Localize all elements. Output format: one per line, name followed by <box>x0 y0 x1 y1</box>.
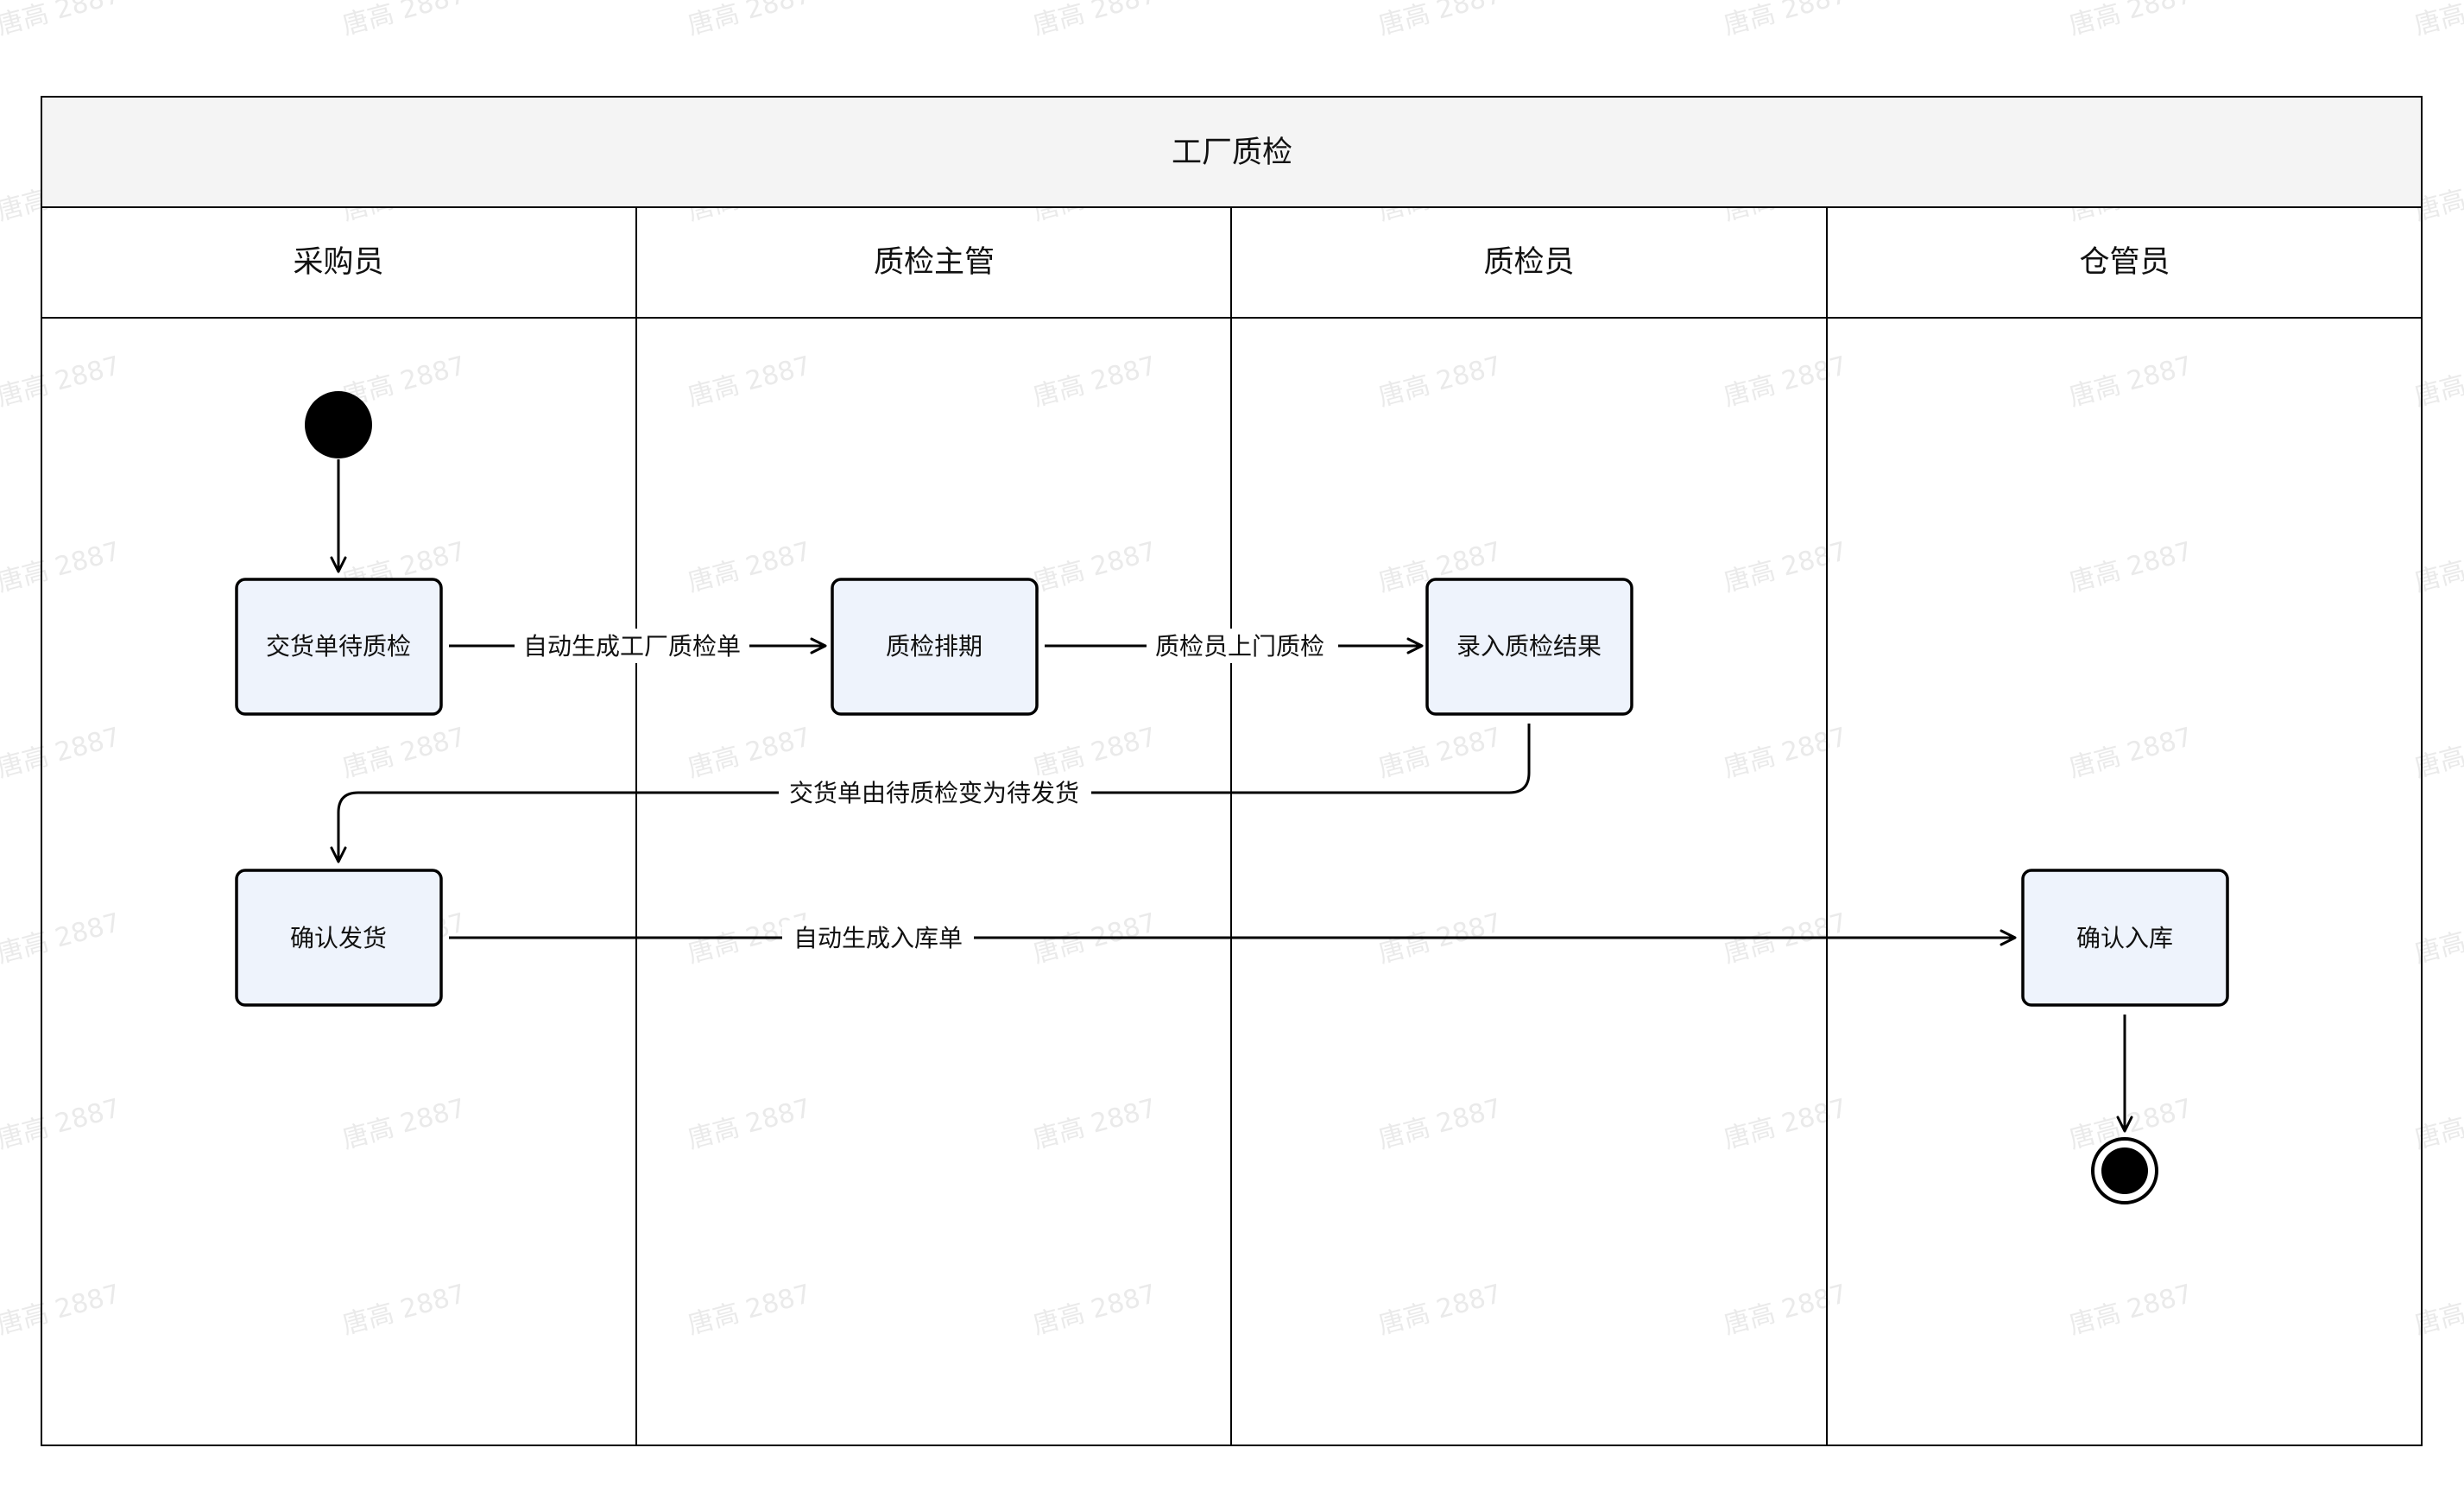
lane-header-inspector: 质检员 <box>1483 245 1574 280</box>
watermark-text: 唐高 2887 <box>0 722 123 784</box>
watermark-text: 唐高 2887 <box>339 722 469 784</box>
node-n2 <box>831 578 1039 716</box>
node-n5 <box>2021 869 2229 1007</box>
watermark-text: 唐高 2887 <box>339 1093 469 1155</box>
watermark-text: 唐高 2887 <box>1030 722 1159 784</box>
watermark-text: 唐高 2887 <box>2066 0 2195 41</box>
watermark-text: 唐高 2887 <box>1030 1093 1159 1155</box>
watermark-text: 唐高 2887 <box>685 1279 814 1341</box>
watermark-text: 唐高 2887 <box>339 0 469 41</box>
watermark-text: 唐高 2887 <box>1721 536 1850 598</box>
watermark-text: 唐高 2887 <box>1721 722 1850 784</box>
watermark-text: 唐高 2887 <box>2411 1093 2464 1155</box>
watermark-text: 唐高 2887 <box>1375 1093 1505 1155</box>
watermark-text: 唐高 2887 <box>685 0 814 41</box>
watermark-text: 唐高 2887 <box>1721 1093 1850 1155</box>
watermark-text: 唐高 2887 <box>2066 536 2195 598</box>
watermark-text: 唐高 2887 <box>2066 722 2195 784</box>
watermark-text: 唐高 2887 <box>685 722 814 784</box>
node-n1 <box>235 578 443 716</box>
pool-title: 工厂质检 <box>1172 136 1292 170</box>
watermark-text: 唐高 2887 <box>685 536 814 598</box>
edge-label-bg-4 <box>782 920 974 955</box>
watermark-text: 唐高 2887 <box>1375 722 1505 784</box>
watermark-text: 唐高 2887 <box>2411 722 2464 784</box>
watermark-text: 唐高 2887 <box>1375 351 1505 413</box>
node-n3-label: 录入质检结果 <box>1456 632 1602 661</box>
node-n5-label: 确认入库 <box>2076 924 2173 952</box>
lane-header-warehouse: 仓管员 <box>2079 245 2170 280</box>
edge-label-bg-2 <box>1147 629 1338 663</box>
watermark-text: 唐高 2887 <box>2411 536 2464 598</box>
edge-label-bg-3 <box>779 775 1091 810</box>
watermark-text: 唐高 2887 <box>1030 351 1159 413</box>
watermark-text: 唐高 2887 <box>1030 0 1159 41</box>
watermark-text: 唐高 2887 <box>1375 1279 1505 1341</box>
watermark-text: 唐高 2887 <box>685 351 814 413</box>
watermark-text: 唐高 2887 <box>2411 907 2464 970</box>
watermark-text: 唐高 2887 <box>0 907 123 970</box>
watermark-text: 唐高 2887 <box>0 0 123 41</box>
watermark-text: 唐高 2887 <box>339 1279 469 1341</box>
node-n4 <box>235 869 443 1007</box>
watermark-text: 唐高 2887 <box>0 351 123 413</box>
node-n2-label: 质检排期 <box>886 632 982 661</box>
edge-label-n2-n3: 质检员上门质检 <box>1155 632 1324 661</box>
edge-label-bg-1 <box>515 629 749 663</box>
watermark-text: 唐高 2887 <box>1030 536 1159 598</box>
watermark-text: 唐高 2887 <box>0 1093 123 1155</box>
watermark-text: 唐高 2887 <box>2066 1279 2195 1341</box>
watermark-text: 唐高 2887 <box>1375 0 1505 41</box>
watermark-text: 唐高 2887 <box>0 1279 123 1341</box>
edge-label-n1-n2: 自动生成工厂质检单 <box>523 632 741 661</box>
lane-header-qc-supervisor: 质检主管 <box>874 245 995 280</box>
start-node <box>305 391 372 458</box>
watermark-text: 唐高 2887 <box>0 536 123 598</box>
watermark-text: 唐高 2887 <box>1030 1279 1159 1341</box>
watermark-text: 唐高 2887 <box>1721 1279 1850 1341</box>
watermark-text: 唐高 2887 <box>2411 0 2464 41</box>
node-n4-label: 确认发货 <box>290 924 387 952</box>
lane-header-buyer: 采购员 <box>293 245 383 280</box>
watermark-text: 唐高 2887 <box>685 1093 814 1155</box>
edge-label-n4-n5: 自动生成入库单 <box>793 924 963 952</box>
end-node-core <box>2101 1147 2148 1194</box>
watermark-text: 唐高 2887 <box>2411 351 2464 413</box>
edge-label-n3-n4: 交货单由待质检变为待发货 <box>789 779 1079 807</box>
watermark-text: 唐高 2887 <box>1721 0 1850 41</box>
watermark-text: 唐高 2887 <box>2411 1279 2464 1341</box>
watermark-text: 唐高 2887 <box>1721 351 1850 413</box>
node-n1-label: 交货单待质检 <box>266 632 411 661</box>
node-n3 <box>1425 578 1633 716</box>
watermark-text: 唐高 2887 <box>2066 351 2195 413</box>
